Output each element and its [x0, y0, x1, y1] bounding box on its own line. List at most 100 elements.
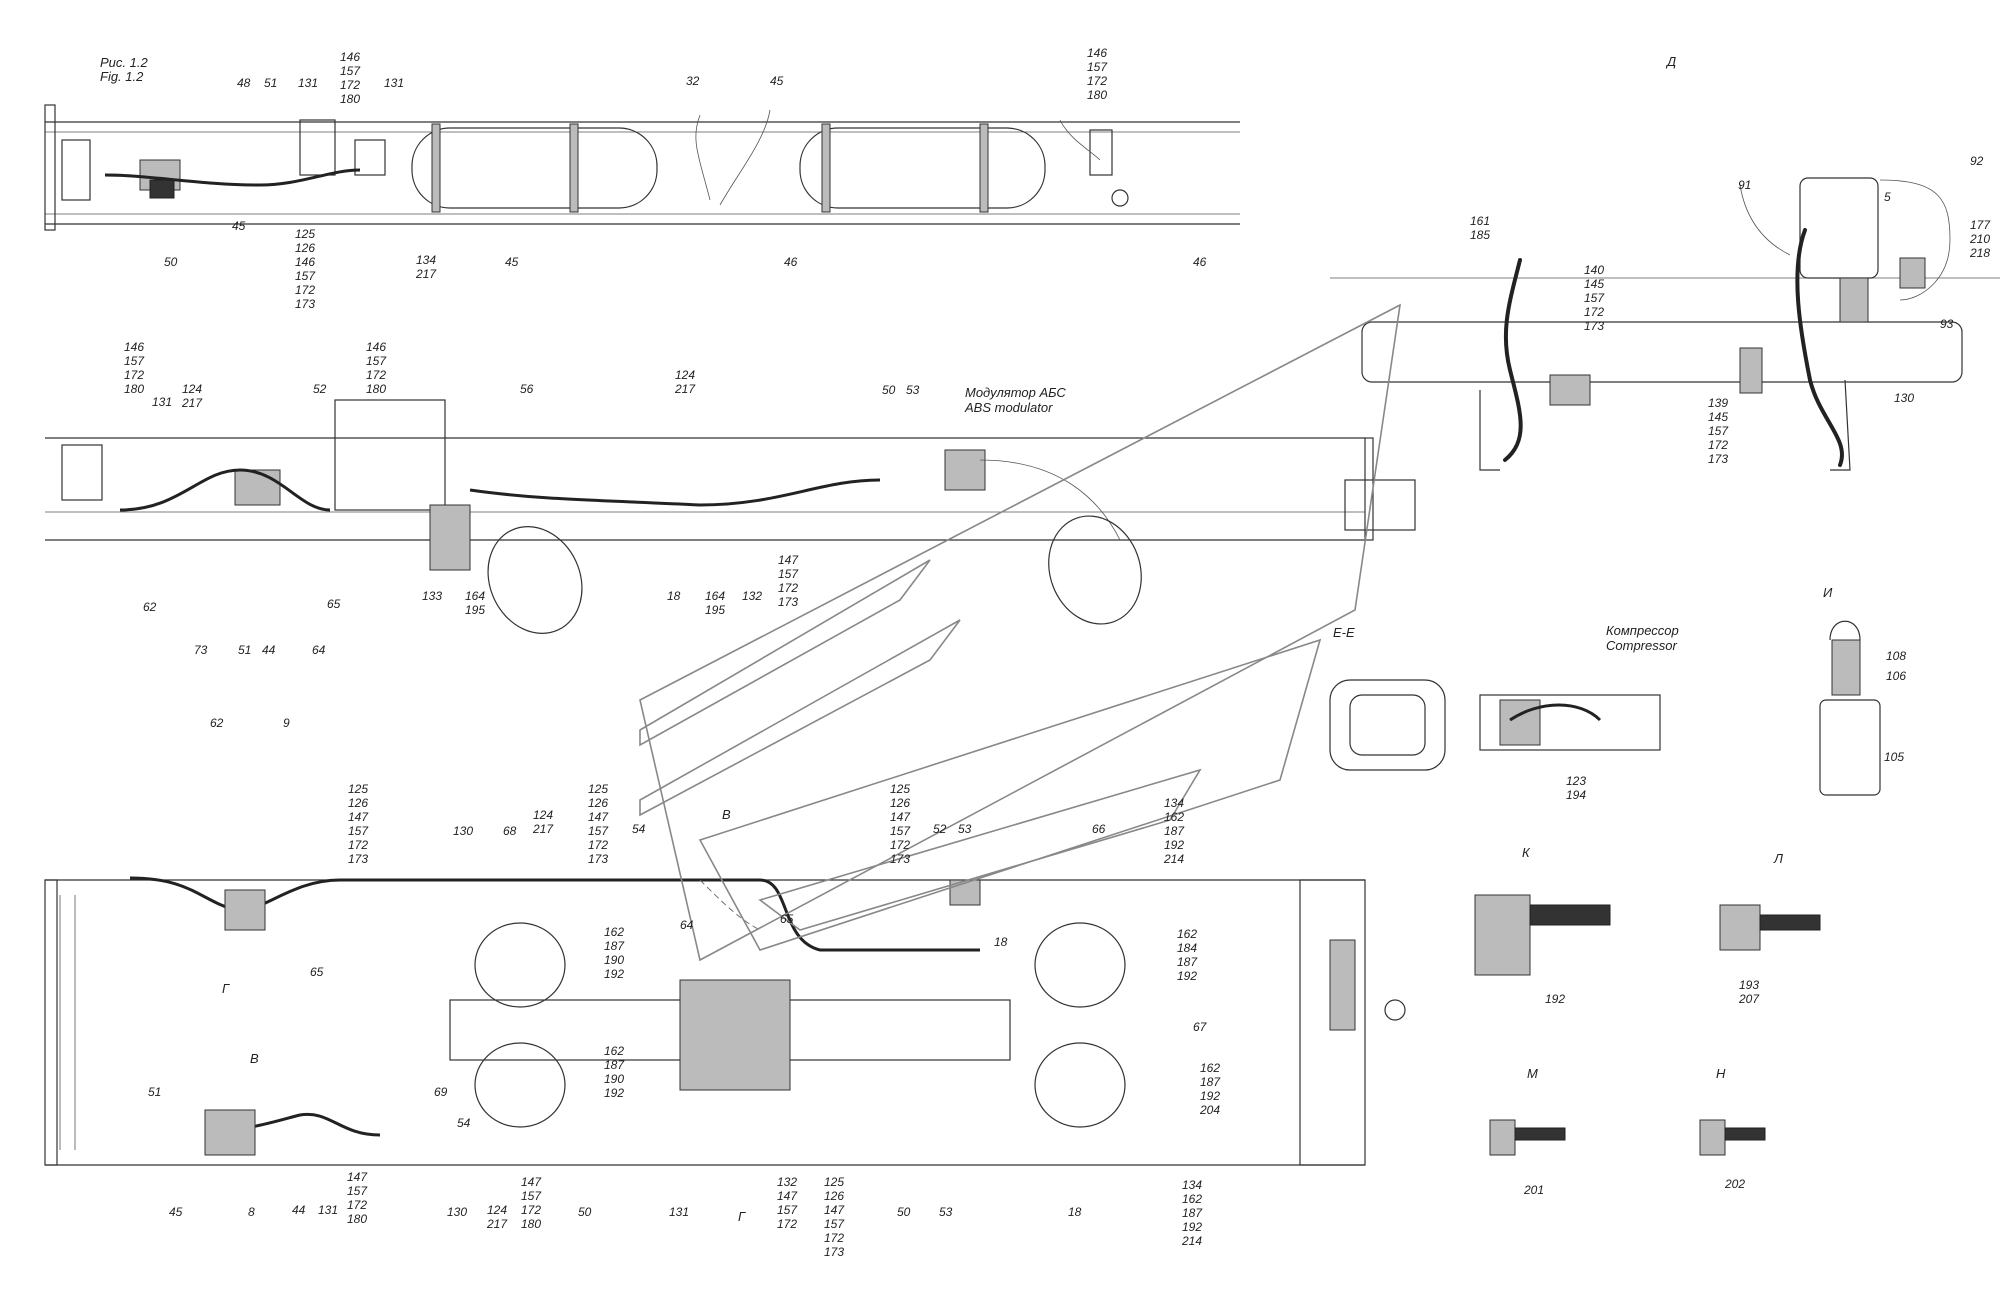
callout: 62 — [210, 716, 224, 730]
detail-k-header: К — [1522, 845, 1530, 860]
callout: 46 — [1193, 255, 1207, 269]
callout: 93 — [1940, 317, 1954, 331]
callout: 130 — [1894, 391, 1915, 405]
callout: 162 184 187 192 — [1177, 927, 1198, 983]
callout: 52 — [933, 822, 947, 836]
callout: 124 217 — [533, 808, 554, 836]
callout: 68 — [503, 824, 517, 838]
arrow-g-2: Г — [738, 1209, 746, 1224]
callout: 18 — [1068, 1205, 1082, 1219]
section-ee-compressor — [1329, 679, 1661, 771]
callout: 65 — [327, 597, 341, 611]
callout: 91 — [1738, 178, 1752, 192]
callout: 131 — [298, 76, 319, 90]
callout: 177 210 218 — [1970, 218, 1991, 260]
callout: 50 — [882, 383, 896, 397]
callout: 44 — [292, 1203, 306, 1217]
callout: 18 — [667, 589, 681, 603]
callout: 52 — [313, 382, 327, 396]
callout: 147 157 172 180 — [347, 1170, 368, 1226]
callout: 146 157 172 180 — [340, 50, 361, 106]
callout: 131 — [669, 1205, 690, 1219]
callout: 48 — [237, 76, 251, 90]
callout: 54 — [457, 1116, 471, 1130]
callout: 131 — [384, 76, 405, 90]
callout: 146 157 172 180 — [124, 340, 145, 396]
detail-m-header: М — [1527, 1066, 1538, 1081]
bottom-frame-view — [44, 876, 1406, 1166]
compressor-ru: Компрессор — [1606, 623, 1679, 638]
callout: 108 — [1886, 649, 1907, 663]
callout: 134 162 187 192 214 — [1182, 1178, 1203, 1248]
callout: 134 162 187 192 214 — [1164, 796, 1185, 866]
callout: 64 — [312, 643, 326, 657]
callout: 125 126 147 157 172 173 — [588, 782, 609, 866]
middle-frame-view — [45, 399, 1416, 634]
callout: 140 145 157 172 173 — [1584, 263, 1605, 333]
callout: 5 — [1884, 190, 1891, 204]
callout: 164 195 — [705, 589, 726, 617]
callout: 124 217 — [675, 368, 696, 396]
callout: 92 — [1970, 154, 1984, 168]
callout: 9 — [283, 716, 290, 730]
callout: 130 — [447, 1205, 468, 1219]
callout: 66 — [1092, 822, 1106, 836]
figure-caption-en: Fig. 1.2 — [100, 69, 144, 84]
arrow-v-2: В — [250, 1051, 259, 1066]
callout: 193 207 — [1739, 978, 1760, 1006]
callout: 133 — [422, 589, 443, 603]
callout: 202 — [1725, 1177, 1746, 1191]
callout: 51 — [238, 643, 252, 657]
section-ee-header: Е-Е — [1333, 625, 1355, 640]
figure-caption-ru: Рис. 1.2 — [100, 55, 148, 70]
callout: 162 187 190 192 — [604, 1044, 625, 1100]
callout: 73 — [194, 643, 208, 657]
abs-modulator-ru: Модулятор АБС — [965, 385, 1066, 400]
callout: 125 126 147 157 172 173 — [348, 782, 369, 866]
callout: 53 — [939, 1205, 953, 1219]
callout: 53 — [958, 822, 972, 836]
callout: 45 — [232, 219, 246, 233]
callout: 192 — [1545, 992, 1566, 1006]
callout: 64 — [680, 918, 694, 932]
callout: 125 126 147 157 172 173 — [824, 1175, 845, 1259]
callout: 44 — [262, 643, 276, 657]
callout: 125 126 147 157 172 173 — [890, 782, 911, 866]
callout: 50 — [897, 1205, 911, 1219]
callout: 45 — [505, 255, 519, 269]
fitting-details — [1474, 894, 1821, 1156]
callout: 134 217 — [416, 253, 437, 281]
view-i — [1819, 620, 1881, 796]
detail-l-header: Л — [1774, 851, 1783, 866]
upper-frame-view — [44, 104, 1240, 231]
callout: 201 — [1524, 1183, 1545, 1197]
watermark-logo — [639, 303, 1402, 962]
callout: 162 187 190 192 — [604, 925, 625, 981]
callout: 8 — [248, 1205, 255, 1219]
callout: 131 — [318, 1203, 339, 1217]
callout: 69 — [434, 1085, 448, 1099]
callout: 146 157 172 180 — [1087, 46, 1108, 102]
callout: 46 — [784, 255, 798, 269]
callout: 54 — [632, 822, 646, 836]
callout: 106 — [1886, 669, 1907, 683]
callout: 147 157 172 173 — [778, 553, 799, 609]
view-i-header: И — [1823, 585, 1833, 600]
callout: 51 — [148, 1085, 162, 1099]
view-d-header: Д — [1667, 54, 1677, 69]
callout: 62 — [143, 600, 157, 614]
callout: 164 195 — [465, 589, 486, 617]
callout: 45 — [169, 1205, 183, 1219]
callout: 124 217 — [487, 1203, 508, 1231]
callout: 65 — [780, 912, 794, 926]
abs-modulator-en: ABS modulator — [965, 400, 1053, 415]
callout: 132 — [742, 589, 763, 603]
view-d-axle — [1330, 177, 2000, 471]
callout: 45 — [770, 74, 784, 88]
callout: 32 — [686, 74, 700, 88]
callout: 131 — [152, 395, 173, 409]
callout: 51 — [264, 76, 278, 90]
callout: 132 147 157 172 — [777, 1175, 798, 1231]
callout: 124 217 — [182, 382, 203, 410]
